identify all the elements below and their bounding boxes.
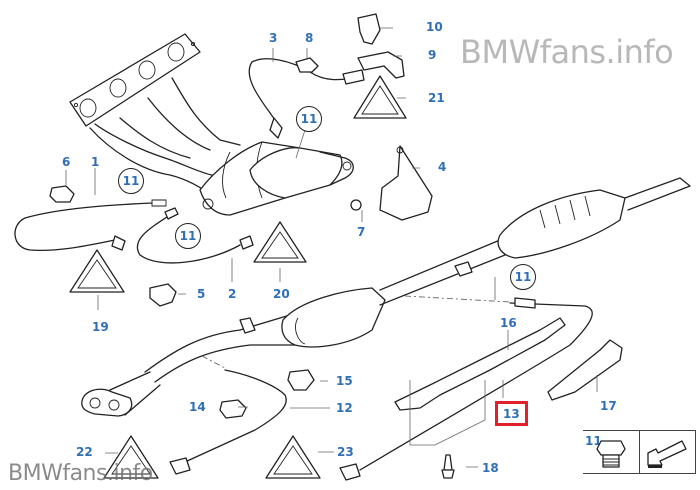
heat-shield-17 [547,339,623,401]
clip-5 [149,283,177,307]
oxygen-sensor-2 [136,207,254,264]
clip-14 [219,399,247,419]
clip-8 [295,57,319,73]
watermark-top: BMWfans.info [460,33,674,71]
callout-2[interactable]: 2 [228,287,237,301]
oxygen-sensor-12 [169,355,287,475]
callout-20[interactable]: 20 [273,287,290,301]
callout-8[interactable]: 8 [305,31,314,45]
clip-6 [49,185,75,203]
arrow-left-down-icon [647,440,687,468]
callout-11-circled-a[interactable]: 11 [118,168,144,194]
callout-11-label: 11 [300,112,318,126]
warning-triangle-21 [353,75,407,119]
callout-11-label: 11 [514,270,532,284]
plug-bolt-icon [596,440,626,468]
callout-23[interactable]: 23 [337,445,354,459]
warning-triangle-22 [103,435,159,479]
callout-21[interactable]: 21 [428,91,445,105]
callout-22[interactable]: 22 [76,445,93,459]
bracket-10 [357,13,381,45]
callout-11-circled-b[interactable]: 11 [175,223,201,249]
legend-box: 11 [583,430,696,474]
callout-11-label: 11 [179,229,197,243]
oxygen-sensor-1 [14,199,167,251]
callout-3[interactable]: 3 [269,31,278,45]
exhaust-manifold [69,33,354,216]
callout-6[interactable]: 6 [62,155,71,169]
callout-11-circled-d[interactable]: 11 [510,264,536,290]
watermark-bottom: BMWfans.info [8,461,153,486]
bracket-4 [350,145,433,221]
callout-17[interactable]: 17 [600,399,617,413]
callout-18[interactable]: 18 [482,461,499,475]
callout-4[interactable]: 4 [438,160,447,174]
clip-15 [287,369,315,391]
warning-triangle-19 [69,249,125,293]
callout-11-circled-c[interactable]: 11 [296,106,322,132]
screw-18 [441,454,455,479]
callout-14[interactable]: 14 [189,400,206,414]
heat-shield-16 [394,317,566,411]
callout-11-label: 11 [122,174,140,188]
warning-triangle-23 [265,435,321,479]
legend-label: 11 [585,434,602,448]
oxygen-sensor-3 [248,58,365,139]
oxygen-sensor-13 [339,295,593,481]
legend-divider [639,431,640,473]
callout-9[interactable]: 9 [428,48,437,62]
callout-16[interactable]: 16 [500,316,517,330]
callout-15[interactable]: 15 [336,374,353,388]
callout-13-highlighted[interactable]: 13 [495,401,528,426]
bracket-9 [357,51,405,79]
callout-19[interactable]: 19 [92,320,109,334]
warning-triangle-20 [253,221,307,263]
callout-1[interactable]: 1 [91,155,100,169]
callout-7[interactable]: 7 [357,225,366,239]
callout-5[interactable]: 5 [197,287,206,301]
callout-10[interactable]: 10 [426,20,443,34]
callout-12[interactable]: 12 [336,401,353,415]
exhaust-pipe [81,177,691,417]
